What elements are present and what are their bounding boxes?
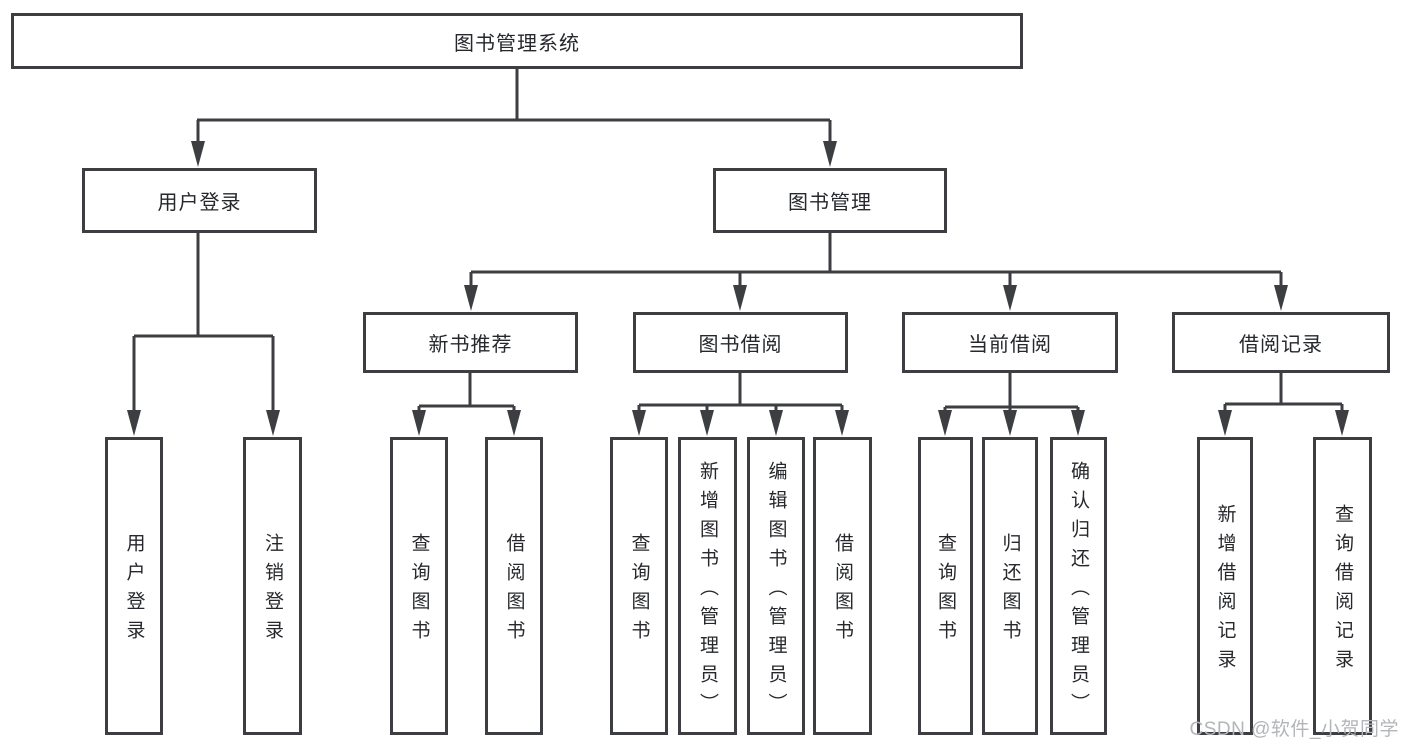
arrow-down-icon	[464, 285, 478, 311]
csdn-watermark: CSDN @软件_小贺同学	[1189, 719, 1399, 740]
arrow-down-icon	[835, 410, 849, 436]
node-borrow-records: 借阅记录	[1172, 312, 1390, 373]
arrow-down-icon	[823, 141, 837, 167]
leaf-logout: 注销登录	[243, 437, 302, 735]
arrow-down-icon	[1071, 410, 1085, 436]
leaf-nb-borrow-books-label: 借阅图书	[503, 533, 525, 649]
arrow-down-icon	[1274, 285, 1288, 311]
node-book-borrow: 图书借阅	[633, 312, 848, 373]
arrow-down-icon	[769, 410, 783, 436]
arrow-down-icon	[507, 410, 521, 436]
leaf-cb-query-books-label: 查询图书	[935, 533, 956, 649]
tree-edges	[132, 69, 1344, 420]
node-book-management-label: 图书管理	[788, 192, 872, 214]
leaf-cb-query-books: 查询图书	[918, 437, 973, 735]
leaf-bb-add-books-admin: 新增图书（管理员）	[678, 437, 737, 735]
node-current-borrow-label: 当前借阅	[968, 334, 1052, 356]
arrow-down-icon	[127, 410, 141, 436]
leaf-nb-query-books: 查询图书	[390, 437, 448, 735]
node-book-management: 图书管理	[713, 168, 947, 233]
node-book-borrow-label: 图书借阅	[698, 334, 783, 356]
leaf-br-add-record: 新增借阅记录	[1197, 437, 1253, 735]
leaf-cb-return-books: 归还图书	[982, 437, 1038, 735]
leaf-cb-confirm-return-admin: 确认归还（管理员）	[1050, 437, 1107, 735]
leaf-nb-query-books-label: 查询图书	[408, 533, 430, 649]
leaf-bb-edit-books-admin-label: 编辑图书（管理员）	[765, 460, 787, 722]
arrow-down-icon	[700, 410, 714, 436]
arrow-down-icon	[1335, 410, 1349, 436]
leaf-bb-add-books-admin-label: 新增图书（管理员）	[697, 460, 718, 722]
arrow-down-icon	[1003, 285, 1017, 311]
node-root: 图书管理系统	[11, 13, 1023, 69]
node-user-login: 用户登录	[82, 168, 317, 233]
leaf-br-query-record: 查询借阅记录	[1313, 437, 1372, 735]
leaf-user-login: 用户登录	[105, 437, 163, 735]
arrow-down-icon	[632, 410, 646, 436]
node-current-borrow: 当前借阅	[902, 312, 1118, 373]
arrow-down-icon	[733, 285, 747, 311]
leaf-bb-query-books: 查询图书	[610, 437, 668, 735]
arrowheads	[127, 141, 1349, 436]
leaf-cb-confirm-return-admin-label: 确认归还（管理员）	[1068, 460, 1089, 722]
node-borrow-records-label: 借阅记录	[1239, 334, 1323, 356]
leaf-cb-return-books-label: 归还图书	[999, 533, 1021, 649]
leaf-bb-query-books-label: 查询图书	[628, 533, 650, 649]
arrow-down-icon	[1003, 410, 1017, 436]
leaf-logout-label: 注销登录	[262, 533, 283, 649]
arrow-down-icon	[191, 141, 205, 167]
leaf-user-login-label: 用户登录	[123, 533, 145, 649]
leaf-br-add-record-label: 新增借阅记录	[1214, 504, 1236, 678]
leaf-br-query-record-label: 查询借阅记录	[1332, 504, 1353, 678]
leaf-bb-borrow-books: 借阅图书	[813, 437, 872, 735]
node-user-login-label: 用户登录	[157, 192, 242, 214]
leaf-nb-borrow-books: 借阅图书	[485, 437, 543, 735]
leaf-bb-borrow-books-label: 借阅图书	[832, 533, 853, 649]
node-new-book-recommend-label: 新书推荐	[428, 334, 513, 356]
arrow-down-icon	[412, 410, 426, 436]
arrow-down-icon	[266, 410, 280, 436]
node-root-label: 图书管理系统	[454, 32, 580, 55]
leaf-bb-edit-books-admin: 编辑图书（管理员）	[747, 437, 805, 735]
arrow-down-icon	[938, 410, 952, 436]
arrow-down-icon	[1218, 410, 1232, 436]
node-new-book-recommend: 新书推荐	[363, 312, 578, 373]
